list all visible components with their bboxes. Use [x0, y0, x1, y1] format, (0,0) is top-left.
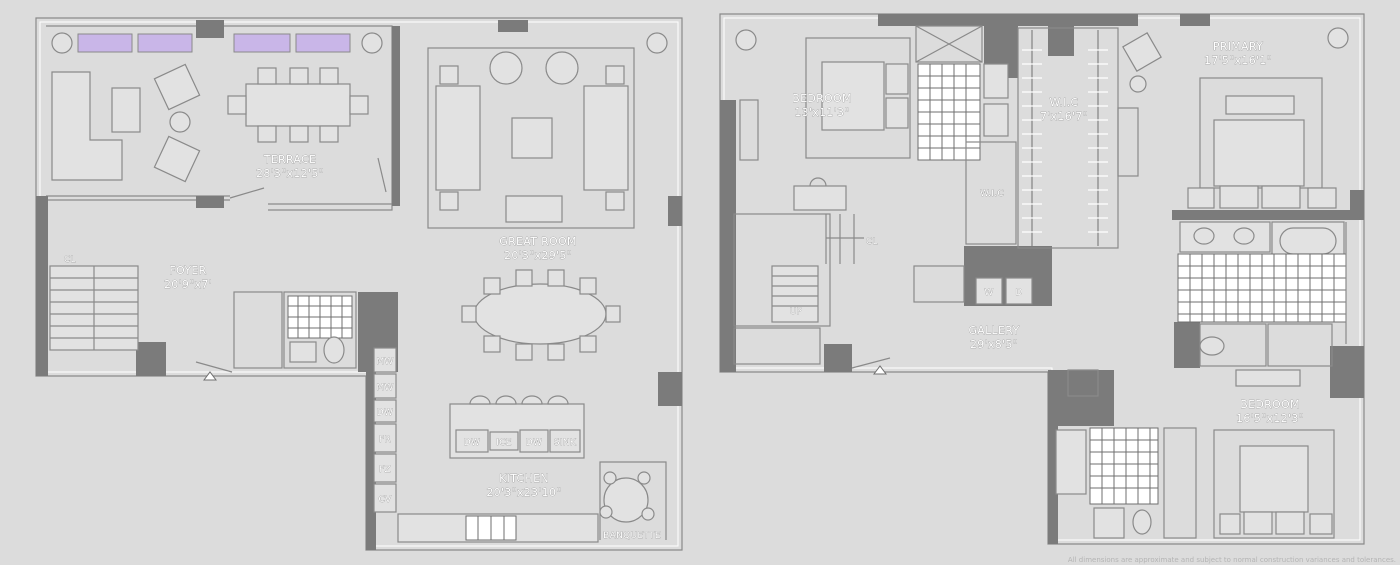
kitchen-dims: 20'3"x23'10" [486, 486, 561, 499]
primary-label: PRIMARY [1213, 40, 1263, 53]
primary-bed [1213, 119, 1305, 187]
appliance-label: DW [464, 438, 480, 448]
dining-table-outdoor [245, 83, 351, 127]
entry-arrow-icon [873, 365, 887, 375]
floor-right [719, 13, 1365, 545]
kitchen-island [449, 403, 585, 459]
appliance-label: MW [376, 383, 393, 393]
appliance-label: DW [377, 408, 393, 418]
appliance-label: SINK [554, 438, 577, 448]
appliance-label: DW [526, 438, 542, 448]
living-rug [427, 47, 635, 229]
bed [821, 61, 885, 131]
wic-rods [1022, 49, 1108, 233]
wic-main-label: W.I.C [1049, 96, 1078, 109]
planter [77, 33, 133, 53]
bath-a-tiles [917, 63, 981, 161]
powder-tiles [287, 295, 353, 339]
terrace-label: TERRACE [263, 153, 317, 166]
outdoor-sofa [51, 71, 123, 181]
bedroom-b-dims: 16'5"x12'3" [1236, 412, 1304, 425]
stair-right [771, 265, 819, 323]
closet-label-left: CL [64, 255, 76, 265]
bedroom-b-label: BEDROOM [1240, 398, 1300, 411]
appliance-label: FR [379, 435, 391, 445]
wic-small-label: W.I.C [980, 189, 1004, 199]
foyer-dims: 20'9"x7' [164, 278, 212, 291]
floor-left [35, 17, 683, 551]
stair-up-label: UP [790, 307, 803, 317]
wic-main-dims: 7'x16'7" [1040, 110, 1088, 123]
foyer-label: FOYER [169, 264, 206, 277]
dryer-label: D [1015, 288, 1022, 298]
appliance-label: FZ [379, 465, 391, 475]
great-room-dims: 20'3"x29'5" [504, 249, 572, 262]
bath-b-tiles [1089, 427, 1159, 505]
wall [720, 100, 736, 372]
wall [36, 196, 48, 376]
closet-label-right: CL [866, 237, 878, 247]
appliance-label: CV [378, 495, 392, 505]
appliance-label: MW [376, 357, 393, 367]
footer-note: All dimensions are approximate and subje… [1068, 556, 1396, 564]
terrace-dims: 28'3"x12'5" [256, 167, 324, 180]
bedroom-a-dims: 13'x11'3" [794, 106, 849, 119]
appliance-label: ICE [496, 438, 512, 448]
washer-label: W [984, 288, 993, 298]
island-labels: DW ICE DW SINK [463, 438, 577, 449]
bed [1239, 445, 1309, 513]
appliance-column-labels: MW MW DW FR FZ CV [376, 357, 394, 506]
bedroom-a-label: BEDROOM [792, 92, 852, 105]
appliance-column [373, 347, 397, 513]
entry-arrow-icon [203, 371, 217, 381]
gallery-label: GALLERY [968, 324, 1019, 337]
banquette-label: BANQUETTE [603, 531, 661, 541]
great-room-label: GREAT ROOM [499, 235, 576, 248]
primary-bath-tiles [1177, 253, 1347, 323]
kitchen-label: KITCHEN [499, 472, 549, 485]
primary-dims: 17'5"x16'1" [1204, 54, 1272, 67]
gallery-dims: 29'x8'5" [970, 338, 1018, 351]
